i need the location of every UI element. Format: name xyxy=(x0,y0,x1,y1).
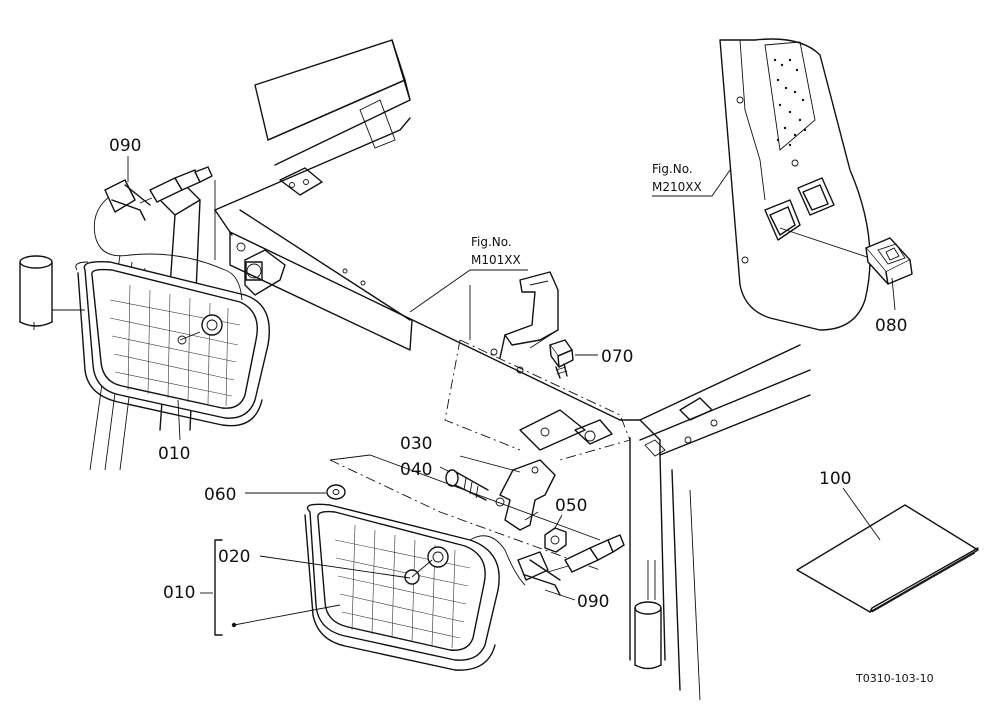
assembly-bracket-010 xyxy=(214,539,341,636)
callout-010-lower: 010 xyxy=(163,583,195,603)
callout-060: 060 xyxy=(204,485,236,505)
nut-050 xyxy=(544,514,567,553)
callout-020: 020 xyxy=(218,547,250,567)
fig-ref-label: Fig.No. xyxy=(471,235,512,249)
harness-lower xyxy=(469,534,625,601)
callout-090-lower: 090 xyxy=(577,592,609,612)
lamp-bracket-030 xyxy=(459,455,556,531)
drawing-code: T0310-103-10 xyxy=(855,672,934,685)
rocker-switch-080 xyxy=(865,237,913,311)
callout-050: 050 xyxy=(555,496,587,516)
harness-upper xyxy=(93,166,243,301)
fig-ref-number: M210XX xyxy=(652,180,702,194)
washer-060 xyxy=(245,484,346,500)
assembly-axis xyxy=(329,459,601,571)
lamp-lens-grid-lower xyxy=(334,524,471,649)
callout-080: 080 xyxy=(875,316,907,336)
manual-100 xyxy=(796,487,979,613)
mount-post-upper xyxy=(19,255,85,330)
work-lamp-upper xyxy=(75,260,270,427)
callout-010-upper: 010 xyxy=(158,444,190,464)
speaker-grille xyxy=(764,41,816,151)
figure-ref-m210: Fig.No. M210XX xyxy=(652,162,702,194)
callout-100: 100 xyxy=(819,469,851,489)
work-lamp-lower xyxy=(259,503,500,671)
lamp-lens-grid xyxy=(109,284,241,407)
callout-040: 040 xyxy=(400,460,432,480)
bolt-070 xyxy=(549,339,598,379)
figure-ref-m101: Fig.No. M101XX xyxy=(471,235,521,267)
pillar-panel xyxy=(652,38,871,331)
center-bracket xyxy=(409,269,631,461)
callout-070: 070 xyxy=(601,347,633,367)
fig-ref-number: M101XX xyxy=(471,253,521,267)
callout-030: 030 xyxy=(400,434,432,454)
callout-090-upper: 090 xyxy=(109,136,141,156)
fig-ref-label: Fig.No. xyxy=(652,162,693,176)
